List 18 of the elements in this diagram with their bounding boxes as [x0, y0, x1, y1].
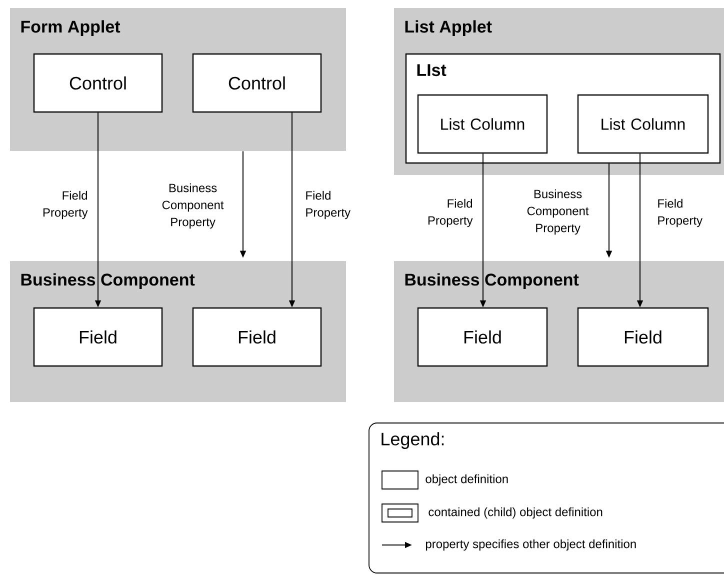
object-box: Field — [417, 307, 548, 367]
edge-label: Field Property — [428, 198, 473, 228]
object-box: Field — [577, 307, 709, 367]
legend-title: Legend: — [382, 432, 444, 449]
object-box: List Column — [417, 94, 548, 154]
object-box: Control — [33, 53, 163, 113]
object-box: Field — [33, 307, 163, 367]
edge-label: Business Component Property — [527, 189, 589, 235]
edge-label: Field Property — [658, 198, 703, 228]
edge-label: Field Property — [43, 190, 88, 220]
legend-text: contained (child) object definition — [428, 507, 602, 519]
object-box: Field — [192, 307, 322, 367]
edge-label: Business Component Property — [162, 183, 224, 229]
legend-text: object definition — [426, 474, 508, 486]
legend-text: property specifies other object definition — [426, 539, 636, 551]
object-box: Control — [192, 53, 322, 113]
object-box: List Column — [577, 94, 709, 154]
edge-label: Field Property — [306, 190, 351, 220]
